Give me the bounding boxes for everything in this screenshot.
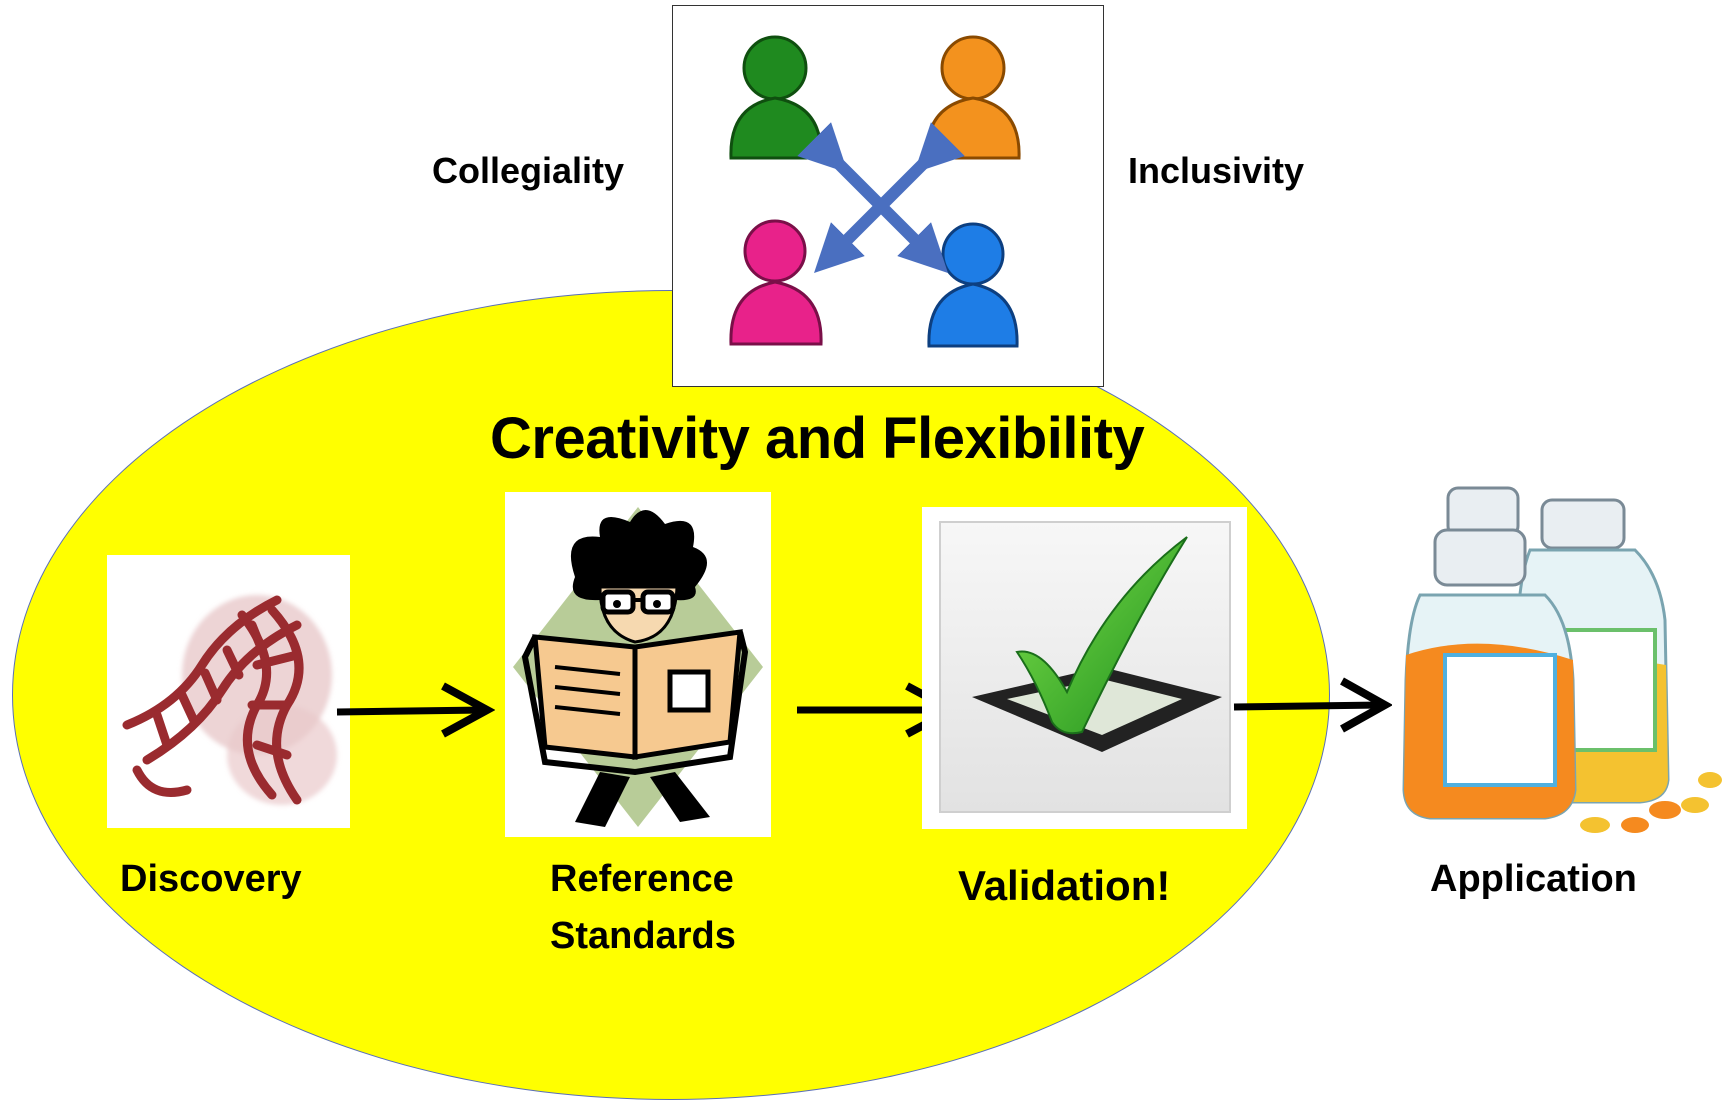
person-blue-icon bbox=[927, 222, 1019, 348]
person-pink-icon bbox=[729, 219, 823, 346]
checkmark-icon bbox=[939, 521, 1231, 813]
collegiality-label: Collegiality bbox=[432, 150, 625, 191]
person-orange-icon bbox=[925, 35, 1021, 160]
pill-bottles-icon bbox=[1402, 486, 1722, 833]
reference-card bbox=[505, 492, 771, 837]
reading-person-icon bbox=[513, 507, 763, 827]
reference-label-line1: Reference bbox=[550, 858, 734, 900]
inclusivity-label: Inclusivity bbox=[1128, 150, 1305, 191]
arrow-validation-to-application bbox=[1233, 677, 1392, 733]
collaboration-box bbox=[672, 5, 1104, 387]
cross-arrows-icon bbox=[797, 122, 965, 273]
application-label: Application bbox=[1430, 858, 1637, 900]
person-green-icon bbox=[729, 35, 823, 160]
discovery-label: Discovery bbox=[120, 858, 302, 900]
arrow-discovery-to-reference bbox=[336, 682, 495, 738]
validation-card bbox=[922, 507, 1247, 829]
creativity-heading: Creativity and Flexibility bbox=[490, 406, 1145, 471]
reference-label-line2: Standards bbox=[550, 915, 736, 957]
discovery-card bbox=[107, 555, 350, 828]
collaboration-illustration bbox=[729, 35, 1021, 348]
validation-label: Validation! bbox=[958, 862, 1171, 909]
dna-icon bbox=[122, 595, 337, 805]
